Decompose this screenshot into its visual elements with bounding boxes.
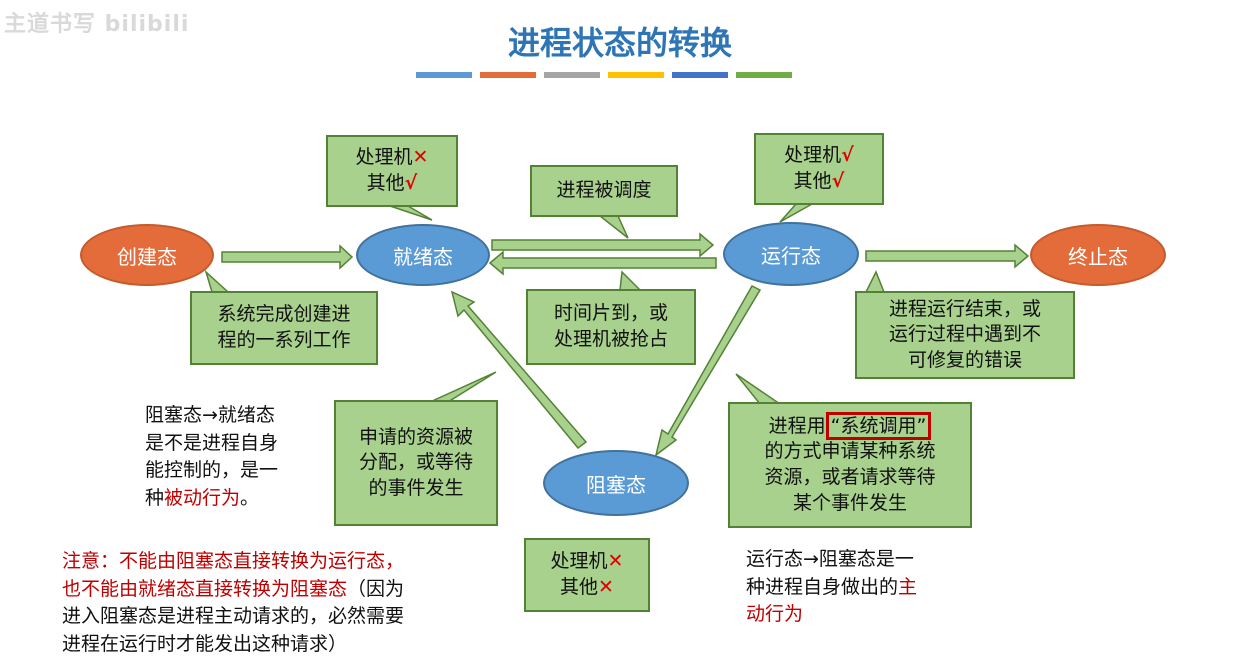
syscall-highlight: “系统调用” (825, 411, 932, 440)
note-warning: 注意：不能由阻塞态直接转换为运行态， 也不能由就绪态直接转换为阻塞态（因为 进入… (62, 548, 512, 658)
title-bar-4 (608, 72, 664, 78)
callout-resource-granted: 申请的资源被 分配，或等待 的事件发生 (334, 400, 498, 526)
note-btr-line3: 能控制的，是一 (145, 459, 279, 482)
check-icon: √ (841, 144, 854, 167)
callout-scheduled: 进程被调度 (530, 165, 678, 217)
note-blocked-to-ready: 阻塞态→就绪态 是不是进程自身 能控制的，是一 种被动行为。 (145, 402, 325, 512)
note-warning-line3: 进入阻塞态是进程主动请求的，必然需要 (62, 605, 405, 628)
note-warning-line2-post: （因为 (347, 577, 405, 600)
tail-create-done (204, 269, 230, 293)
state-blocked: 阻塞态 (543, 450, 689, 516)
note-rtb-line3: 动行为 (746, 603, 804, 626)
arrow-running-to-blocked (654, 285, 762, 457)
tail-resource-granted (429, 371, 497, 403)
terminate-line2: 运行过程中遇到不 (888, 323, 1041, 346)
granted-line1: 申请的资源被 (358, 425, 473, 448)
note-rtb-line2-red: 主 (898, 575, 918, 598)
blocked-cpu-label: 处理机 (550, 550, 608, 573)
syscall-pre: 进程用 (768, 414, 826, 437)
title-bar-3 (544, 72, 600, 78)
state-blocked-label: 阻塞态 (586, 472, 646, 497)
callout-syscall: 进程用“系统调用” 的方式申请某种系统 资源，或者请求等待 某个事件发生 (728, 402, 972, 528)
tail-scheduled (597, 215, 629, 239)
note-warning-line1: 注意：不能由阻塞态直接转换为运行态， (62, 550, 405, 572)
callout-create-done: 系统完成创建进 程的一系列工作 (190, 291, 378, 365)
cross-icon: ✕ (598, 576, 614, 598)
create-done-line1: 系统完成创建进 (217, 303, 351, 326)
title-bar-2 (480, 72, 536, 78)
cross-icon: ✕ (412, 146, 429, 169)
callout-timeslice: 时间片到，或 处理机被抢占 (526, 289, 696, 365)
note-btr-passive: 被动行为 (164, 486, 241, 509)
state-running: 运行态 (723, 222, 859, 286)
scheduled-label: 进程被调度 (556, 179, 652, 202)
create-done-line2: 程的一系列工作 (217, 329, 351, 351)
arrow-running-to-terminated (865, 243, 1030, 269)
title-bar-5 (672, 72, 728, 78)
terminate-line1: 进程运行结束，或 (888, 297, 1041, 320)
state-terminated-label: 终止态 (1068, 244, 1128, 269)
granted-line3: 的事件发生 (368, 476, 464, 499)
note-btr-line4-pre: 种 (145, 486, 165, 509)
state-ready-label: 就绪态 (393, 244, 453, 269)
ready-other-label: 其他 (366, 172, 405, 194)
note-rtb-line1: 运行态→阻塞态是一 (746, 548, 914, 570)
arrow-blocked-to-ready (450, 290, 588, 450)
tail-timeslice (619, 270, 642, 291)
cross-icon: ✕ (607, 550, 624, 573)
terminate-line3: 可修复的错误 (907, 348, 1022, 371)
page-title: 进程状态的转换 (507, 24, 732, 62)
note-warning-line2: 也不能由就绪态直接转换为阻塞态 (62, 577, 348, 600)
arrow-running-to-ready (488, 250, 717, 276)
title-bar-1 (416, 72, 472, 78)
tail-ready-resources (389, 205, 433, 221)
check-icon: √ (404, 172, 418, 194)
note-running-to-blocked: 运行态→阻塞态是一 种进程自身做出的主 动行为 (746, 546, 976, 629)
note-rtb-line2-pre: 种进程自身做出的 (746, 575, 899, 598)
callout-ready-resources: 处理机✕ 其他√ (326, 135, 458, 207)
blocked-other-label: 其他 (560, 576, 599, 598)
tail-terminate (864, 270, 886, 293)
syscall-line3: 资源，或者请求等待 (764, 466, 936, 488)
note-warning-line4: 进程在运行时才能发出这种请求） (62, 632, 348, 655)
state-terminated: 终止态 (1030, 224, 1166, 286)
running-cpu-label: 处理机 (784, 144, 842, 167)
running-other-label: 其他 (793, 170, 832, 192)
syscall-line4: 某个事件发生 (792, 491, 907, 514)
callout-blocked-resources: 处理机✕ 其他✕ (524, 538, 650, 612)
state-ready: 就绪态 (356, 224, 490, 286)
title-bar-6 (736, 72, 792, 78)
syscall-line2: 的方式申请某种系统 (764, 440, 936, 463)
state-created: 创建态 (80, 224, 214, 286)
arrow-ready-to-running (491, 232, 715, 258)
timeslice-line1: 时间片到，或 (553, 302, 668, 325)
callout-running-resources: 处理机√ 其他√ (754, 133, 884, 205)
tail-running-resources (779, 203, 815, 223)
watermark: 主道书写 bilibili (4, 12, 190, 37)
granted-line2: 分配，或等待 (358, 451, 473, 474)
arrow-created-to-ready (221, 244, 354, 270)
check-icon: √ (831, 170, 845, 192)
note-btr-line2: 是不是进程自身 (145, 431, 279, 454)
state-running-label: 运行态 (761, 243, 821, 268)
tail-syscall (735, 373, 783, 405)
callout-terminate-reason: 进程运行结束，或 运行过程中遇到不 可修复的错误 (855, 291, 1075, 379)
state-created-label: 创建态 (117, 244, 177, 269)
ready-cpu-label: 处理机 (355, 146, 413, 169)
note-btr-line4-post: 。 (240, 486, 260, 509)
timeslice-line2: 处理机被抢占 (553, 328, 668, 350)
note-btr-line1: 阻塞态→就绪态 (145, 404, 275, 426)
